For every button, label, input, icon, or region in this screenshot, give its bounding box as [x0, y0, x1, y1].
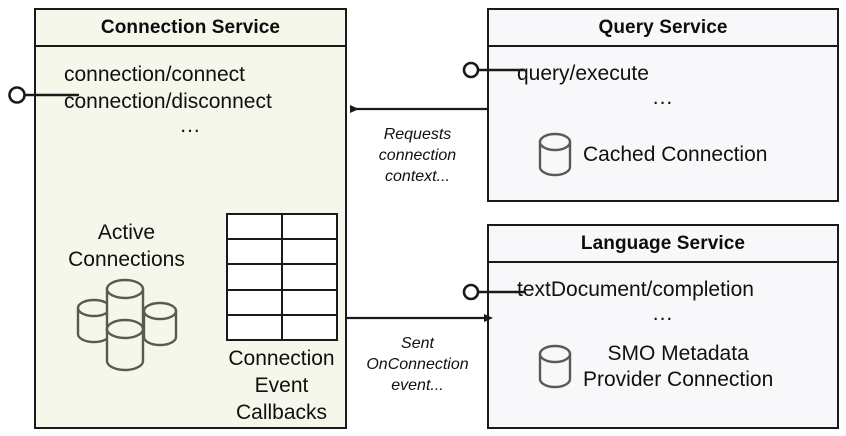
- operation-textdocument-completion[interactable]: textDocument/completion: [517, 278, 754, 301]
- grid-cell: [227, 265, 281, 289]
- active-connections-group: Active Connections: [44, 219, 209, 378]
- grid-cell: [282, 315, 336, 339]
- connection-event-callbacks-label: Connection Event Callbacks: [228, 347, 335, 424]
- query-service-title: Query Service: [489, 10, 837, 47]
- connection-service-operations-ellipsis: ...: [180, 114, 201, 137]
- edge-label-sent-onconnection-event: Sent OnConnection event...: [366, 335, 469, 394]
- grid-cell: [227, 315, 281, 339]
- grid-cell: [282, 290, 336, 314]
- smo-metadata-provider-artifact: SMO Metadata Provider Connection: [537, 341, 773, 393]
- grid-cell: [282, 240, 336, 264]
- active-connections-label-line1: Active: [97, 221, 156, 244]
- database-cylinder-icon: [538, 344, 572, 389]
- database-cylinder-icon: [538, 132, 572, 177]
- grid-cell: [282, 215, 336, 239]
- cached-connection-label: Cached Connection: [583, 143, 768, 166]
- component-connection-service[interactable]: Connection Service connection/connect co…: [34, 8, 347, 429]
- connection-service-body: connection/connect connection/disconnect…: [36, 47, 345, 427]
- language-service-operations-ellipsis: ...: [652, 302, 674, 325]
- cached-connection-artifact: Cached Connection: [537, 131, 767, 179]
- grid-cell: [227, 240, 281, 264]
- grid-table-icon: [225, 213, 338, 341]
- query-service-operations: query/execute ...: [489, 60, 837, 109]
- language-service-operations: textDocument/completion ...: [489, 276, 837, 325]
- operation-connection-disconnect[interactable]: connection/disconnect: [64, 90, 272, 113]
- grid-cell: [227, 215, 281, 239]
- active-connections-label-line2: Connections: [68, 248, 185, 271]
- query-service-body: query/execute ... Cached Connection: [489, 47, 837, 200]
- connection-service-operations: connection/connect connection/disconnect…: [36, 61, 345, 137]
- edge-label-requests-connection-context: Requests connection context...: [378, 126, 457, 185]
- query-service-operations-ellipsis: ...: [652, 86, 674, 109]
- language-service-body: textDocument/completion ... SMO Metadata…: [489, 263, 837, 427]
- operation-query-execute[interactable]: query/execute: [517, 62, 649, 85]
- connection-service-title: Connection Service: [36, 10, 345, 47]
- smo-metadata-provider-label: SMO Metadata Provider Connection: [583, 342, 774, 391]
- database-cylinder-cluster-icon: [76, 278, 177, 372]
- grid-cell: [282, 265, 336, 289]
- language-service-title: Language Service: [489, 226, 837, 263]
- component-language-service[interactable]: Language Service textDocument/completion…: [487, 224, 839, 429]
- connection-event-callbacks-group: Connection Event Callbacks: [214, 213, 349, 426]
- grid-cell: [227, 290, 281, 314]
- component-query-service[interactable]: Query Service query/execute ... Cached C…: [487, 8, 839, 202]
- operation-connection-connect[interactable]: connection/connect: [64, 63, 245, 86]
